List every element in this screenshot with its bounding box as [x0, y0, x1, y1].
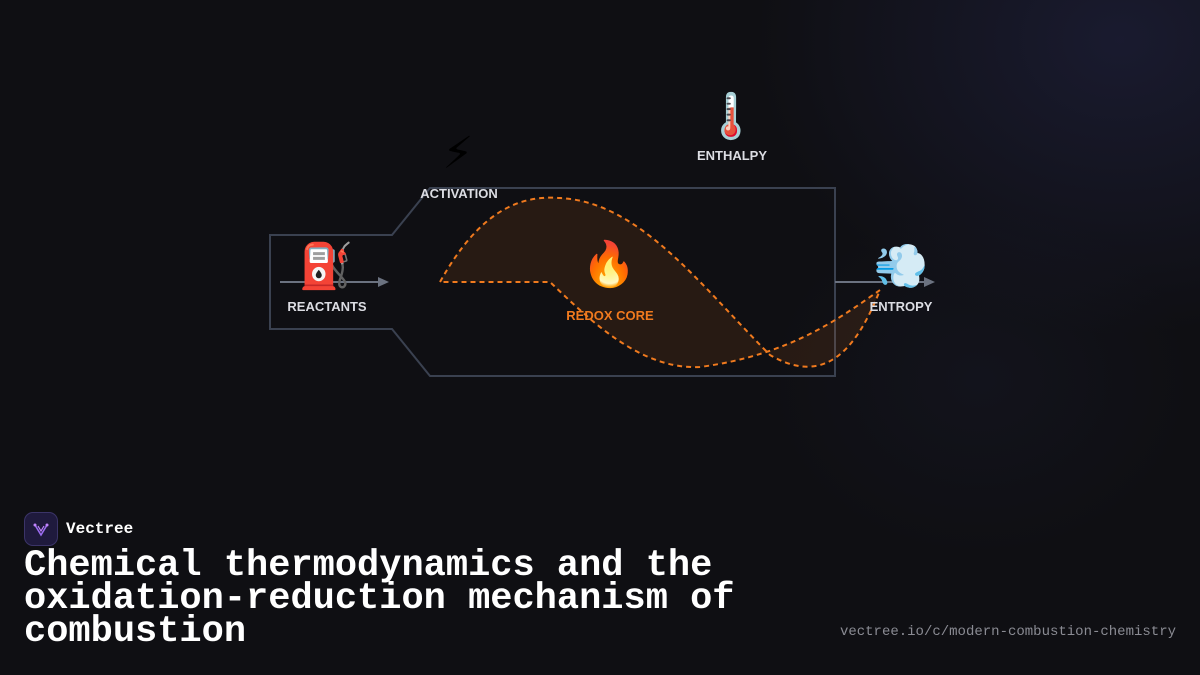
thermometer-icon: 🌡️ [703, 91, 759, 142]
fire-icon: 🔥 [581, 239, 637, 290]
reactants-label: REACTANTS [287, 299, 367, 314]
wind-gust-icon: 💨 [873, 241, 929, 292]
fuel-pump-icon: ⛽ [298, 241, 354, 292]
vectree-logo-icon [24, 512, 58, 546]
lightning-icon: ⚡ [442, 128, 474, 179]
reaction-wave-fill [440, 197, 880, 368]
reaction-wave-path [438, 196, 883, 369]
brand: Vectree [24, 512, 133, 546]
source-url: vectree.io/c/modern-combustion-chemistry [839, 624, 1176, 640]
enthalpy-label: ENTHALPY [696, 148, 768, 163]
entropy-label: ENTROPY [869, 299, 933, 314]
input-arrow-head [378, 277, 389, 287]
output-arrow-head [924, 277, 935, 287]
redox-core-label: REDOX CORE [566, 308, 654, 323]
chamber-outline [269, 187, 836, 377]
activation-label: ACTIVATION [420, 186, 498, 201]
brand-name: Vectree [66, 520, 134, 538]
page-title: Chemical thermodynamics and the oxidatio… [24, 545, 735, 653]
